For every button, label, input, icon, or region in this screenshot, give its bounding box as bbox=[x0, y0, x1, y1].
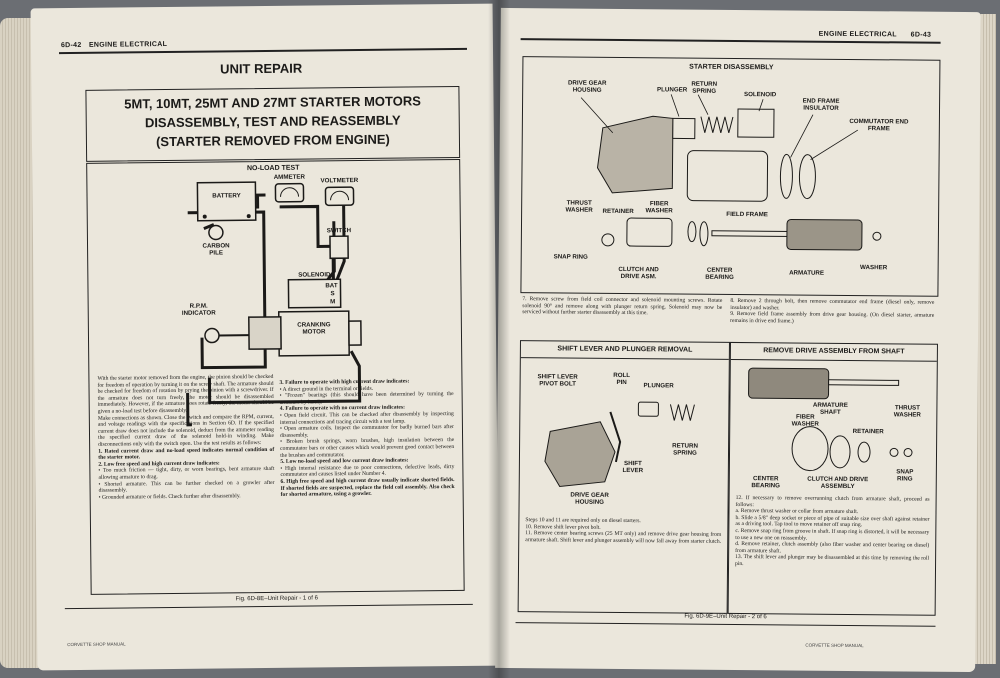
battery-label: BATTERY bbox=[212, 192, 241, 200]
right-header-rule bbox=[520, 38, 941, 44]
para: 11. Remove center bearing screws (25 MT … bbox=[525, 530, 722, 545]
para: • Broken brush springs, worn brushes, hi… bbox=[280, 437, 455, 459]
label-clutch-drive: CLUTCH AND DRIVE ASM. bbox=[618, 265, 659, 281]
label-drive-snap-ring: SNAP RING bbox=[896, 468, 914, 483]
no-load-test-box: NO-LOAD TEST bbox=[86, 158, 465, 595]
left-footer: CORVETTE SHOP MANUAL bbox=[67, 641, 126, 648]
no-load-test-diagram bbox=[186, 181, 362, 427]
steps-top-right: 8. Remove 2 through bolt, then remove co… bbox=[730, 297, 935, 325]
title-line-1: 5MT, 10MT, 25MT AND 27MT STARTER MOTORS bbox=[124, 93, 421, 112]
switch-label: SWITCH bbox=[326, 227, 352, 235]
label-center-bearing: CENTER BEARING bbox=[705, 266, 734, 281]
solenoid-label: SOLENOID bbox=[298, 271, 331, 279]
ammeter-shape bbox=[274, 182, 305, 203]
left-footer-rule bbox=[64, 603, 473, 610]
test-text-col-2: 3. Failure to operate with high current … bbox=[279, 378, 454, 499]
voltmeter-shape bbox=[324, 186, 355, 207]
label-field-frame: FIELD FRAME bbox=[726, 210, 768, 219]
rpm-indicator-label: R.P.M. INDICATOR bbox=[181, 302, 216, 317]
drive-assembly-box: REMOVE DRIVE ASSEMBLY FROM SHAFT ARMATUR… bbox=[727, 341, 938, 616]
label-retainer: RETAINER bbox=[602, 207, 634, 216]
label-drive-thrust-washer: THRUST WASHER bbox=[893, 404, 921, 419]
label-shift-drive-gear-housing: DRIVE GEAR HOUSING bbox=[570, 491, 609, 506]
test-text-col-1: With the starter motor removed from the … bbox=[97, 374, 274, 501]
label-plunger: PLUNGER bbox=[657, 86, 688, 94]
label-drive-gear-housing: DRIVE GEAR HOUSING bbox=[567, 79, 607, 94]
bat-label: BAT bbox=[325, 282, 338, 290]
para: With the starter motor removed from the … bbox=[97, 373, 274, 415]
rpm-indicator-shape bbox=[204, 327, 220, 344]
carbon-pile-shape bbox=[208, 224, 224, 241]
shift-steps: Steps 10 and 11 are required only on die… bbox=[525, 517, 721, 545]
label-clutch-drive-assembly: CLUTCH AND DRIVE ASSEMBLY bbox=[807, 475, 869, 491]
starter-disassembly-diagram bbox=[580, 94, 882, 251]
s-label: S bbox=[330, 290, 335, 298]
left-header-page: 6D-42 bbox=[60, 41, 82, 50]
ammeter-label: AMMETER bbox=[273, 173, 306, 181]
drive-gear-housing-shape bbox=[596, 115, 674, 194]
carbon-pile-label: CARBON PILE bbox=[202, 242, 230, 257]
drive-steps: 12. If necessary to remove overrunning c… bbox=[735, 495, 930, 569]
armature-shape bbox=[786, 218, 863, 251]
para: • Grounded armature or fields. Check fur… bbox=[98, 492, 241, 501]
title-line-3: (STARTER REMOVED FROM ENGINE) bbox=[155, 131, 390, 150]
shift-drive-housing-shape bbox=[544, 421, 616, 487]
title-line-2: DISASSEMBLY, TEST AND REASSEMBLY bbox=[144, 112, 401, 131]
label-shift-return-spring: RETURN SPRING bbox=[672, 442, 698, 457]
label-shift-plunger: PLUNGER bbox=[643, 382, 674, 390]
para: 13. The shift lever and plunger may be d… bbox=[735, 554, 930, 567]
voltmeter-label: VOLTMETER bbox=[320, 177, 359, 185]
left-header-section: ENGINE ELECTRICAL bbox=[88, 41, 168, 49]
label-thrust-washer: THRUST WASHER bbox=[565, 199, 593, 214]
field-frame-shape bbox=[686, 150, 769, 202]
label-drive-center-bearing: CENTER BEARING bbox=[751, 475, 781, 490]
left-header-rule bbox=[59, 47, 467, 54]
m-label: M bbox=[330, 298, 336, 306]
right-footer-rule bbox=[515, 622, 936, 627]
steps-top-left: 7. Remove screw from field coil connecto… bbox=[522, 296, 723, 317]
drive-armature-shape bbox=[748, 367, 830, 400]
starter-disassembly-box: STARTER DISASSEMBLY bbox=[520, 56, 941, 297]
label-fiber-washer: FIBER WASHER bbox=[645, 200, 673, 215]
para: 6. High free speed and high current draw… bbox=[280, 476, 455, 498]
switch-shape bbox=[329, 235, 349, 260]
label-washer: WASHER bbox=[860, 264, 888, 272]
label-commutator-end-frame: COMMUTATOR END FRAME bbox=[849, 117, 909, 133]
label-armature: ARMATURE bbox=[789, 269, 825, 277]
title-box: 5MT, 10MT, 25MT AND 27MT STARTER MOTORS … bbox=[85, 85, 461, 162]
solenoid-shape bbox=[287, 278, 342, 309]
cranking-motor-label: CRANKING MOTOR bbox=[297, 321, 331, 336]
unit-repair-heading: UNIT REPAIR bbox=[220, 60, 303, 77]
drive-assembly-diagram bbox=[748, 367, 913, 472]
book-gutter-shadow bbox=[488, 0, 510, 678]
right-header-page: 6D-43 bbox=[910, 31, 932, 39]
label-drive-retainer: RETAINER bbox=[852, 428, 884, 436]
label-shift-lever-pivot-bolt: SHIFT LEVER PIVOT BOLT bbox=[537, 373, 578, 388]
right-header-section: ENGINE ELECTRICAL bbox=[818, 30, 897, 39]
shift-lever-diagram bbox=[544, 401, 695, 487]
para: Make connections as shown. Close the swi… bbox=[97, 413, 275, 448]
label-end-frame-insulator: END FRAME INSULATOR bbox=[802, 97, 840, 112]
label-drive-fiber-washer: FIBER WASHER bbox=[791, 413, 819, 428]
battery-shape bbox=[196, 181, 257, 222]
right-footer: CORVETTE SHOP MANUAL bbox=[805, 642, 864, 649]
label-shift-lever: SHIFT LEVER bbox=[622, 460, 644, 475]
label-solenoid: SOLENOID bbox=[743, 91, 777, 99]
left-page: 6D-42 ENGINE ELECTRICAL UNIT REPAIR 5MT,… bbox=[30, 3, 500, 671]
right-page: ENGINE ELECTRICAL 6D-43 STARTER DISASSEM… bbox=[495, 7, 981, 673]
label-snap-ring: SNAP RING bbox=[553, 253, 588, 261]
label-return-spring: RETURN SPRING bbox=[691, 80, 718, 95]
left-figure-caption: Fig. 6D-8E–Unit Repair - 1 of 6 bbox=[235, 595, 318, 603]
shift-lever-box: SHIFT LEVER AND PLUNGER REMOVAL SHIFT LE… bbox=[517, 340, 730, 614]
right-figure-caption: Fig. 6D-9E–Unit Repair - 2 of 6 bbox=[684, 613, 767, 621]
label-roll-pin: ROLL PIN bbox=[613, 371, 631, 387]
